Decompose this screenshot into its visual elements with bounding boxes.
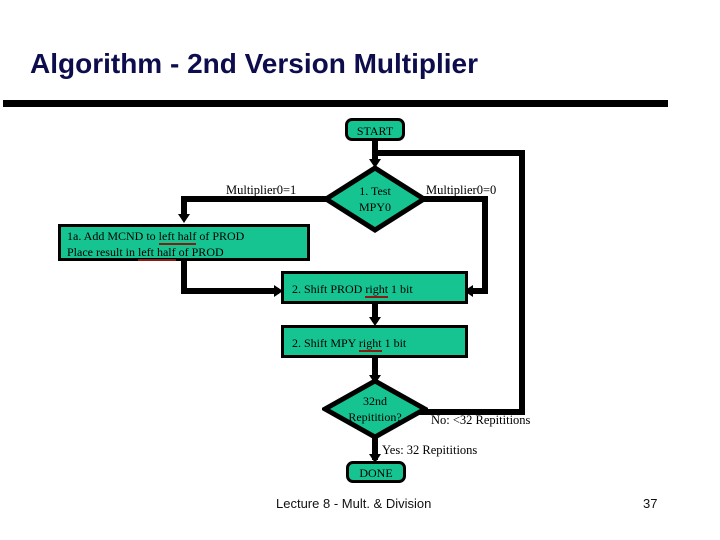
footer-text: Lecture 8 - Mult. & Division	[276, 496, 432, 511]
node-shift-prod-suffix: 1 bit	[388, 282, 413, 296]
arrowhead-start-to-test	[369, 159, 381, 168]
arrowhead-into-shift-prod-right	[464, 285, 473, 297]
node-shift-prod-prefix: 2. Shift PROD	[292, 282, 366, 296]
node-add-mcnd-line2-suffix: of PROD	[175, 245, 224, 259]
node-shift-mpy-prefix: 2. Shift MPY	[292, 336, 359, 350]
node-add-mcnd-line1-suffix: of PROD	[196, 229, 245, 243]
connector-add-mcnd-vertical	[181, 260, 187, 294]
node-shift-prod-text: 2. Shift PROD right 1 bit	[284, 274, 465, 304]
connector-prod-to-mpy	[372, 304, 378, 322]
connector-mpy-to-check	[372, 358, 378, 380]
connector-test-left-vertical	[181, 196, 187, 216]
node-shift-mpy-emphasis: right	[358, 336, 382, 352]
edge-label-multiplier0-equals-1: Multiplier0=1	[226, 183, 297, 197]
edge-label-yes-branch: Yes: 32 Repititions	[382, 443, 478, 457]
connector-test-right-vertical	[482, 196, 488, 294]
node-done-label: DONE	[359, 466, 393, 480]
connector-loop-right-vertical	[519, 150, 525, 415]
arrowhead-into-shift-prod-left	[274, 285, 283, 297]
node-add-mcnd[interactable]: 1a. Add MCND to left half of PROD Place …	[58, 224, 310, 261]
node-shift-mpy-suffix: 1 bit	[381, 336, 407, 350]
footer-page-number: 37	[643, 496, 658, 511]
node-test-mpy0[interactable]: 1. Test MPY0	[323, 165, 427, 233]
node-start-label: START	[356, 124, 394, 138]
node-add-mcnd-text: 1a. Add MCND to left half of PROD Place …	[61, 227, 307, 261]
node-add-mcnd-line2-prefix: Place result in	[67, 245, 138, 259]
arrowhead-prod-to-mpy	[369, 317, 381, 326]
connector-into-shift-prod-right	[470, 288, 488, 294]
node-add-mcnd-line2-emphasis: left half	[137, 245, 176, 261]
connector-loop-top-horizontal	[372, 150, 525, 156]
arrowhead-into-add-mcnd	[178, 214, 190, 223]
title-divider-bar	[3, 100, 668, 107]
connector-test-left-horizontal	[181, 196, 326, 202]
node-repetition-check[interactable]: 32nd Repitition?	[322, 378, 428, 440]
edge-label-multiplier0-equals-0: Multiplier0=0	[426, 183, 497, 197]
connector-loop-bottom-horizontal	[415, 409, 525, 415]
node-shift-prod[interactable]: 2. Shift PROD right 1 bit	[281, 271, 468, 304]
node-done[interactable]: DONE	[346, 461, 406, 483]
node-shift-prod-emphasis: right	[365, 282, 389, 298]
connector-check-to-done	[372, 438, 378, 460]
page-title: Algorithm - 2nd Version Multiplier	[30, 48, 479, 79]
connector-test-right-horizontal	[420, 196, 488, 202]
node-add-mcnd-line2: Place result in left half of PROD	[67, 244, 301, 261]
node-start[interactable]: START	[345, 118, 405, 141]
diamond-shape-repetition	[322, 378, 428, 440]
node-shift-mpy-text: 2. Shift MPY right 1 bit	[284, 328, 465, 358]
node-add-mcnd-line1-prefix: 1a. Add MCND to	[67, 229, 159, 243]
diamond-shape-test	[323, 165, 427, 233]
node-shift-mpy[interactable]: 2. Shift MPY right 1 bit	[281, 325, 468, 358]
arrowhead-check-to-done	[369, 454, 381, 463]
connector-add-mcnd-horizontal	[181, 288, 279, 294]
edge-label-no-branch: No: <32 Repititions	[431, 413, 531, 427]
node-add-mcnd-line1-emphasis: left half	[158, 229, 197, 245]
node-add-mcnd-line1: 1a. Add MCND to left half of PROD	[67, 228, 301, 245]
